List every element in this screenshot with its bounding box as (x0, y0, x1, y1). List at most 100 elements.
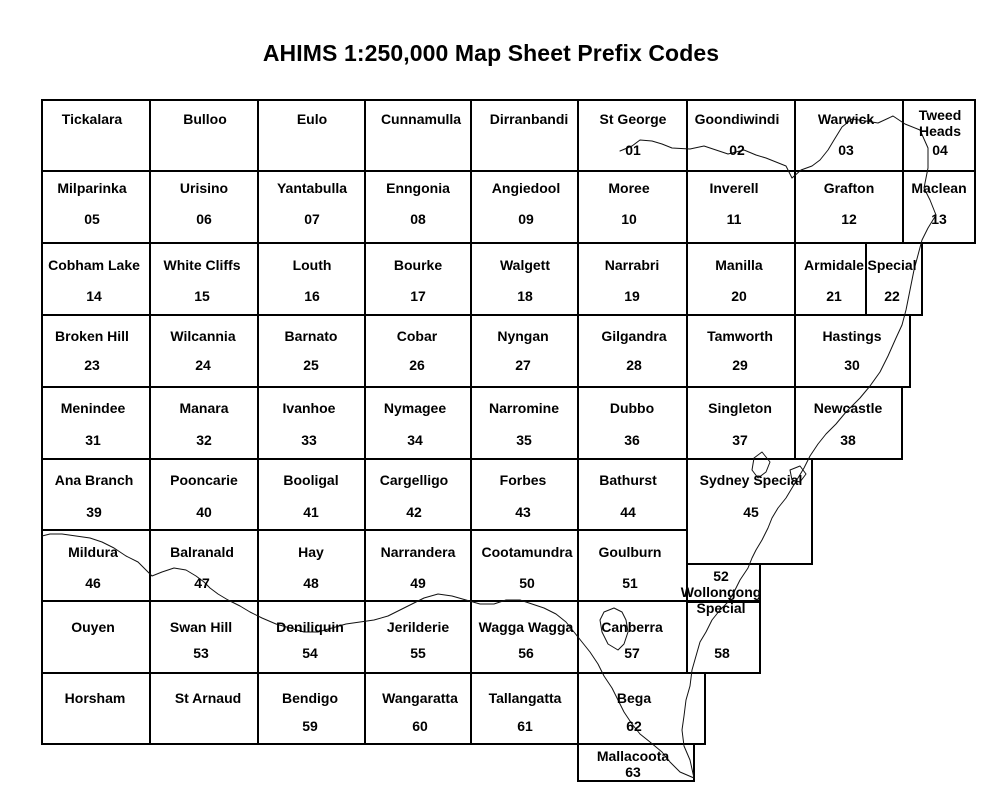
sheet-code-label: 46 (85, 575, 101, 591)
sheet-name-label: Broken Hill (55, 328, 129, 344)
map-sheet-cell (41, 314, 151, 388)
sheet-name-label: White Cliffs (163, 257, 241, 273)
sheet-name-label: Singleton (708, 400, 772, 416)
sheet-code-label: 04 (932, 142, 948, 158)
sheet-code-label: 03 (838, 142, 854, 158)
sheet-name-label: Manara (179, 400, 229, 416)
sheet-code-label: 18 (517, 288, 533, 304)
sheet-name-label: Tweed Heads (918, 107, 962, 139)
sheet-code-label: 63 (625, 764, 641, 780)
sheet-code-label: 17 (410, 288, 426, 304)
map-sheet-cell (149, 386, 259, 460)
sheet-name-label: Balranald (170, 544, 234, 560)
map-sheet-cell (470, 600, 579, 674)
sheet-name-label: Narromine (488, 400, 560, 416)
sheet-code-label: 40 (196, 504, 212, 520)
sheet-code-label: 16 (304, 288, 320, 304)
sheet-name-label: Hastings (822, 328, 882, 344)
sheet-name-label: Tallangatta (488, 690, 562, 706)
sheet-name-label: Ivanhoe (282, 400, 336, 416)
map-sheet-cell (686, 242, 796, 316)
sheet-code-label: 25 (303, 357, 319, 373)
map-sheet-cell (41, 386, 151, 460)
sheet-name-label: Goulburn (598, 544, 662, 560)
sheet-code-label: 33 (301, 432, 317, 448)
sheet-name-label: Newcastle (813, 400, 883, 416)
sheet-code-label: 55 (410, 645, 426, 661)
map-sheet-cell (470, 386, 579, 460)
sheet-code-label: 59 (302, 718, 318, 734)
sheet-code-label: 02 (729, 142, 745, 158)
sheet-name-label: Moree (608, 180, 650, 196)
sheet-name-label: Warwick (817, 111, 875, 127)
sheet-code-label: 28 (626, 357, 642, 373)
sheet-name-label: Armidale (804, 257, 864, 273)
sheet-name-label: Forbes (499, 472, 547, 488)
sheet-name-label: Booligal (283, 472, 339, 488)
sheet-code-label: 37 (732, 432, 748, 448)
map-sheet-cell (577, 386, 688, 460)
sheet-code-label: 19 (624, 288, 640, 304)
sheet-name-label: Mallacoota (596, 748, 670, 764)
sheet-name-label: Barnato (284, 328, 338, 344)
map-sheet-cell (865, 242, 923, 316)
sheet-name-label: Bathurst (599, 472, 657, 488)
sheet-code-label: 32 (196, 432, 212, 448)
coastline (681, 129, 937, 779)
sheet-name-label: Pooncarie (170, 472, 238, 488)
sheet-code-label: 49 (410, 575, 426, 591)
sheet-name-label: Cobham Lake (48, 257, 140, 273)
coastal-inlet (751, 451, 771, 479)
sheet-name-label: Wangaratta (382, 690, 458, 706)
map-sheet-cell (470, 242, 579, 316)
sheet-name-label: Bourke (393, 257, 443, 273)
map-sheet-cell (257, 386, 366, 460)
sheet-code-label: 09 (518, 211, 534, 227)
sheet-name-label: Jerilderie (386, 619, 450, 635)
sheet-code-label: 60 (412, 718, 428, 734)
sheet-code-label: 44 (620, 504, 636, 520)
map-sheet-cell (149, 600, 259, 674)
map-sheet-cell (577, 314, 688, 388)
sheet-code-label: 43 (515, 504, 531, 520)
murray-river-border (41, 533, 695, 779)
sheet-name-label: Wilcannia (170, 328, 236, 344)
sheet-code-label: 38 (840, 432, 856, 448)
sheet-code-label: 51 (622, 575, 638, 591)
sheet-code-label: 52 (713, 568, 729, 584)
sheet-code-label: 30 (844, 357, 860, 373)
sheet-name-label: Mildura (68, 544, 118, 560)
sheet-name-label: Angiedool (491, 180, 561, 196)
sheet-name-label: Yantabulla (276, 180, 348, 196)
sheet-name-label: Nymagee (383, 400, 447, 416)
map-sheet-cell (794, 314, 911, 388)
map-sheet-cell (364, 242, 472, 316)
sheet-code-label: 58 (714, 645, 730, 661)
sheet-name-label: Ouyen (71, 619, 115, 635)
sheet-name-label: Enngonia (386, 180, 450, 196)
map-sheet-cell (149, 242, 259, 316)
sheet-code-label: 21 (826, 288, 842, 304)
sheet-name-label: Urisino (179, 180, 229, 196)
sheet-name-label: Narrandera (380, 544, 456, 560)
map-sheet-cell (686, 314, 796, 388)
sheet-name-label: Cobar (396, 328, 438, 344)
sheet-name-label: Sydney Special (699, 472, 803, 488)
sheet-code-label: 14 (86, 288, 102, 304)
map-sheet-cell (149, 314, 259, 388)
sheet-name-label: Special (867, 257, 917, 273)
map-sheet-cell (577, 242, 688, 316)
sheet-code-label: 53 (193, 645, 209, 661)
sheet-code-label: 10 (621, 211, 637, 227)
map-sheet-cell (794, 242, 867, 316)
sheet-code-label: 26 (409, 357, 425, 373)
sheet-code-label: 45 (743, 504, 759, 520)
map-sheet-cell (149, 672, 259, 745)
map-sheet-cell (257, 314, 366, 388)
map-sheet-cell (686, 386, 796, 460)
map-sheet-cell (41, 672, 151, 745)
sheet-name-label: Ana Branch (54, 472, 134, 488)
sheet-code-label: 13 (931, 211, 947, 227)
sheet-code-label: 34 (407, 432, 423, 448)
